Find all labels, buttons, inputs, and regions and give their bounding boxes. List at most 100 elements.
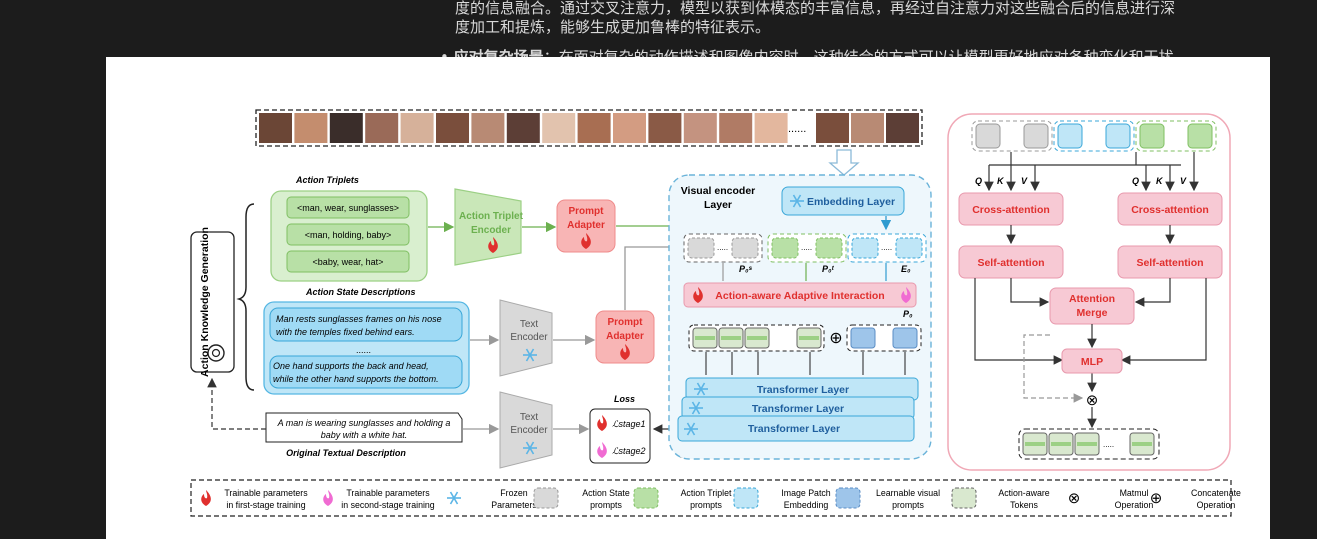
legend-label: Action State xyxy=(582,488,630,498)
attention-merge-label1: Attention xyxy=(1069,293,1115,305)
original-desc-line2: baby with a white hat. xyxy=(321,430,408,440)
loss-title: Loss xyxy=(614,394,635,404)
video-frame xyxy=(851,113,884,143)
prompt-token xyxy=(731,237,759,259)
triplet-box xyxy=(286,250,410,273)
state-title: Action State Descriptions xyxy=(305,287,416,297)
arrow xyxy=(1010,278,1050,307)
legend-label: prompts xyxy=(892,500,924,510)
prompt-token xyxy=(815,237,843,259)
video-frame xyxy=(329,113,363,143)
detail-prompt-token xyxy=(1023,123,1049,149)
strip-down-arrow xyxy=(828,149,860,176)
cross-attention-left-label: Cross-attention xyxy=(972,204,1050,216)
text-encoder-2 xyxy=(499,391,553,469)
detail-prompt-token xyxy=(1105,123,1131,149)
transformer-layer-3-label: Transformer Layer xyxy=(748,423,840,435)
v-label: V xyxy=(1021,176,1028,186)
cross-attention-right-label: Cross-attention xyxy=(1131,204,1209,216)
prompt-token xyxy=(687,237,715,259)
action-knowledge-generation-box: Action Knowledge Generation xyxy=(190,227,235,377)
loss-stage2: ℒstage2 xyxy=(612,446,646,456)
prompt-adapter-2 xyxy=(595,310,655,364)
legend-label: Tokens xyxy=(1010,500,1038,510)
arrow xyxy=(974,278,1064,365)
video-frame xyxy=(648,113,682,143)
p0-triplet-label: P₀ᵗ xyxy=(822,264,835,274)
triplet-text: <baby, wear, hat> xyxy=(313,257,384,267)
frame-ellipsis: ...... xyxy=(788,123,806,135)
action-triplet-encoder xyxy=(454,188,522,266)
visual-encoder-title2: Layer xyxy=(704,199,732,211)
token-stripe xyxy=(747,336,767,340)
side-label: Action Knowledge Generation xyxy=(199,227,211,377)
video-frame xyxy=(400,113,434,143)
token-stripe xyxy=(695,336,715,340)
video-frame xyxy=(886,113,919,143)
text-encoder-1 xyxy=(499,299,553,377)
embedding-layer xyxy=(781,186,905,216)
state-desc-2 xyxy=(269,355,463,389)
transformer-layer-2-label: Transformer Layer xyxy=(752,403,844,415)
concat-icon: ⊕ xyxy=(1150,490,1163,507)
detail-prompt-token xyxy=(1187,123,1213,149)
cross-attention-right: Cross-attention xyxy=(1117,192,1223,226)
action-aware-adaptive-interaction xyxy=(683,282,917,308)
prompt-adapter-2-label1: Prompt xyxy=(608,317,644,328)
gray-prompt-icon xyxy=(533,487,559,509)
action-token-icon xyxy=(951,487,977,509)
triplet-box xyxy=(286,196,410,219)
legend-label: Concatenate xyxy=(1191,488,1241,498)
triplet-text: <man, wear, sunglasses> xyxy=(297,203,399,213)
video-frame xyxy=(471,113,505,143)
token-stripe xyxy=(1025,442,1045,446)
prompt-adapter-1 xyxy=(556,199,616,253)
triplet-encoder-label2: Encoder xyxy=(471,225,511,236)
green-prompt-icon xyxy=(633,487,659,509)
legend-label: prompts xyxy=(590,500,622,510)
q-label: Q xyxy=(975,176,982,186)
text-encoder-1-label2: Encoder xyxy=(510,332,548,343)
p0-state-label: P₀ˢ xyxy=(739,264,753,274)
state-desc-1 xyxy=(269,307,463,342)
dashed-arrow xyxy=(1023,334,1084,403)
k-label: K xyxy=(997,176,1005,186)
concat-symbol: ⊕ xyxy=(829,330,842,347)
background-text-line1: 度的信息融合。通过交叉注意力，模型以获到体模态的丰富信息，再经过自注意力对这些融… xyxy=(455,0,1176,17)
legend xyxy=(190,479,1232,517)
token-ellipsis: ..... xyxy=(801,243,812,252)
token-stripe xyxy=(1077,442,1097,446)
original-desc-title: Original Textual Description xyxy=(286,448,406,458)
legend-label: Operation xyxy=(1197,500,1236,510)
token-ellipsis: ..... xyxy=(881,243,892,252)
legend-label: Trainable parameters xyxy=(224,488,308,498)
curly-brace xyxy=(236,203,255,391)
legend-label: Action-aware xyxy=(998,488,1049,498)
architecture-diagram: ...... Action Knowledge Generation Actio… xyxy=(190,109,1241,517)
text-encoder-2-label1: Text xyxy=(520,412,539,423)
token-ellipsis: ..... xyxy=(717,243,728,252)
matmul-symbol: ⊗ xyxy=(1086,392,1099,409)
state-desc-2-line2: while the other hand supports the bottom… xyxy=(273,374,439,384)
loss-stage1: ℒstage1 xyxy=(612,419,646,429)
state-desc-1-line2: with the temples fixed behind ears. xyxy=(276,327,415,337)
video-frame xyxy=(683,113,717,143)
learnable-prompt-token xyxy=(850,327,876,349)
token-ellipsis: ..... xyxy=(1103,440,1114,449)
video-frame xyxy=(719,113,753,143)
video-frame xyxy=(294,113,328,143)
transformer-layer-1-label: Transformer Layer xyxy=(757,384,849,396)
video-frame xyxy=(577,113,611,143)
video-frame xyxy=(542,113,576,143)
detail-prompt-token xyxy=(1057,123,1083,149)
legend-label: Embedding xyxy=(784,500,829,510)
prompt-token xyxy=(895,237,923,259)
matmul-icon: ⊗ xyxy=(1068,490,1081,507)
arrow xyxy=(1134,278,1171,307)
v-label: V xyxy=(1180,176,1187,186)
p0-label: P₀ xyxy=(903,309,913,319)
video-frame-strip: ...... xyxy=(255,109,923,147)
qkv-connectors xyxy=(989,152,1195,166)
self-attention-right: Self-attention xyxy=(1117,245,1223,279)
text-encoder-1-label1: Text xyxy=(520,319,539,330)
